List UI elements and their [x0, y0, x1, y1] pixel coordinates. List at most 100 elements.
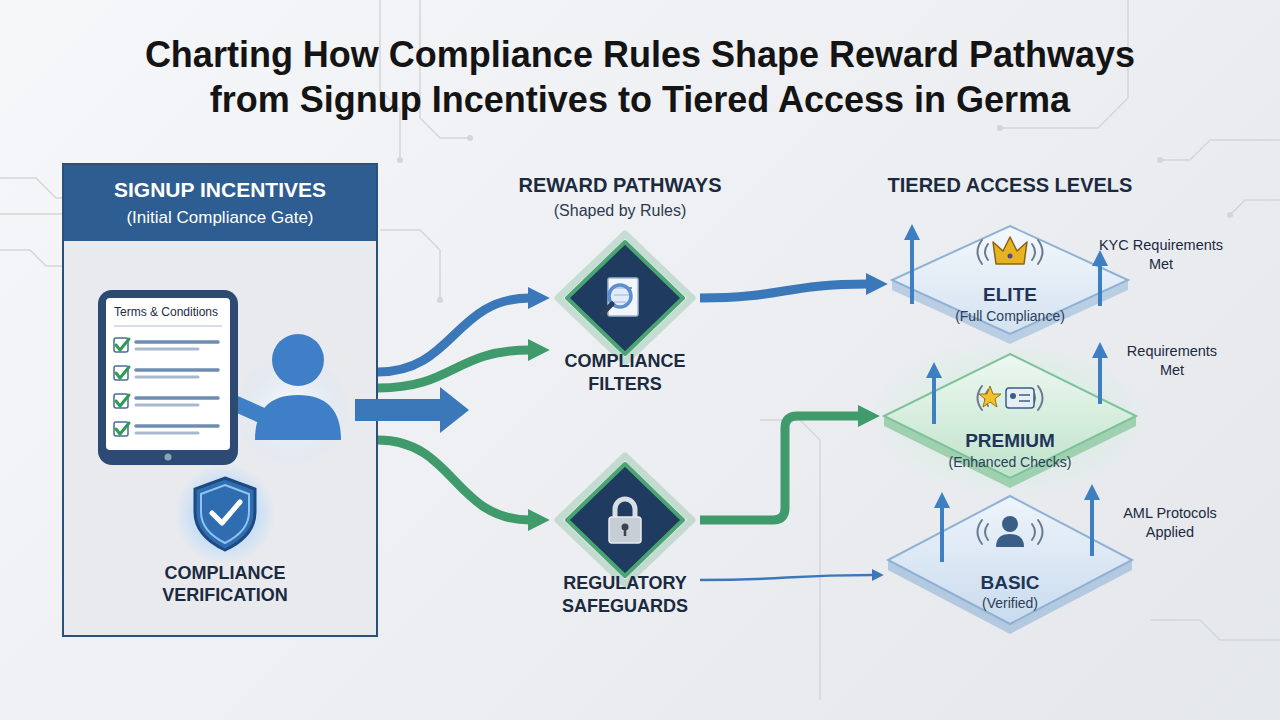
circuit-line: [380, 0, 400, 160]
verification-shield: COMPLIANCE VERIFICATION: [125, 468, 325, 618]
tier-plate: BASIC(Verified): [884, 492, 1136, 637]
circuit-line: [0, 178, 62, 198]
progress-arrow: [1098, 350, 1102, 404]
circuit-line: [760, 420, 820, 700]
terms-tablet: Terms & Conditions: [98, 290, 238, 465]
text-line: [136, 396, 218, 400]
star-icon: [979, 386, 1001, 407]
section-heading: REWARD PATHWAYS: [480, 173, 760, 197]
circuit-line: [1160, 140, 1280, 160]
document-icon: [608, 278, 638, 316]
diagram-title: Charting How Compliance Rules Shape Rewa…: [120, 32, 1160, 122]
panel-header-band: [64, 165, 376, 241]
flow-connector: [700, 575, 873, 580]
person-icon-body: [996, 534, 1024, 547]
text-line: [136, 368, 218, 372]
shield-shape: [195, 478, 255, 550]
diamond-glow: [558, 234, 692, 362]
circuit-dot: [467, 135, 473, 141]
tablet-screen: [106, 298, 230, 450]
progress-arrow: [1098, 258, 1102, 306]
check-mark: [116, 395, 129, 406]
progress-arrow: [932, 370, 936, 424]
divider-line: [114, 325, 222, 327]
circuit-dot: [1157, 157, 1163, 163]
circuit-line: [0, 213, 62, 215]
node-subtext: (Enhanced Checks): [880, 453, 1140, 471]
text-line: [136, 340, 218, 344]
node-heading: COMPLIANCE FILTERS: [550, 350, 700, 396]
circuit-lines: [0, 0, 1280, 700]
shield-inner: [201, 485, 249, 543]
text-line: [136, 376, 198, 379]
id-card-icon: [1006, 388, 1034, 408]
side-note: Requirements Met: [1116, 342, 1228, 380]
check-mark: [116, 339, 129, 350]
shield-glow: [175, 464, 275, 564]
circuit-line: [380, 230, 440, 300]
signup-panel: SIGNUP INCENTIVES(Initial Compliance Gat…: [62, 163, 378, 637]
lock-shackle: [615, 499, 635, 518]
flow-arrow: [355, 387, 469, 433]
node-heading: ELITE: [888, 284, 1132, 306]
diamond-shape: [567, 242, 683, 354]
magnifier-handle: [602, 304, 612, 314]
text-line: [136, 404, 198, 407]
circuit-dot: [437, 297, 443, 303]
crown-icon: [993, 237, 1027, 264]
checkbox: [114, 422, 128, 436]
tier-plate: PREMIUM(Enhanced Checks): [880, 350, 1140, 490]
signal-waves: [978, 386, 1043, 410]
safeguard-diamond: REGULATORY SAFEGUARDS: [550, 460, 700, 620]
progress-arrow: [910, 232, 914, 304]
circuit-dot: [1227, 212, 1233, 218]
plate-art: [884, 492, 1136, 637]
person-head: [272, 334, 324, 386]
checkbox: [114, 366, 128, 380]
crown-jewel: [1008, 254, 1013, 259]
node-subtext: (Verified): [884, 594, 1136, 612]
flow-connector: [378, 440, 530, 520]
check-mark: [116, 423, 129, 434]
circuit-dot: [997, 125, 1003, 131]
circuit-line: [420, 0, 470, 138]
circuit-line: [1230, 200, 1280, 215]
text-line: [136, 432, 198, 435]
id-card-photo: [1010, 393, 1016, 399]
text-line: [136, 348, 198, 351]
checkbox: [114, 394, 128, 408]
shield-check: [212, 502, 240, 523]
node-subtext: (Initial Compliance Gate): [64, 207, 376, 229]
flow-connector: [700, 284, 868, 298]
circuit-dot: [397, 157, 403, 163]
progress-arrow: [940, 500, 944, 562]
node-heading: Terms & Conditions: [114, 304, 226, 320]
node-heading: COMPLIANCE VERIFICATION: [125, 562, 325, 606]
diamond-glow: [558, 456, 692, 584]
id-card-lines: [1019, 395, 1030, 401]
plate-glow: [870, 340, 1150, 496]
node-subtext: (Full Compliance): [888, 307, 1132, 325]
flow-connector: [378, 350, 530, 388]
lock-body: [609, 517, 641, 543]
circuit-line: [1150, 620, 1280, 640]
progress-arrow: [1090, 492, 1094, 556]
check-mark: [116, 367, 129, 378]
node-heading: REGULATORY SAFEGUARDS: [550, 572, 700, 618]
text-line: [136, 424, 218, 428]
tier-progress-arrows: [912, 232, 1100, 562]
circuit-line: [1000, 0, 1128, 128]
side-note: KYC Requirements Met: [1090, 236, 1232, 274]
flow-connector: [700, 416, 860, 520]
node-heading: BASIC: [884, 572, 1136, 594]
side-note: AML Protocols Applied: [1106, 504, 1234, 542]
checkbox: [114, 338, 128, 352]
section-heading: TIERED ACCESS LEVELS: [860, 173, 1160, 197]
tier-plate: ELITE(Full Compliance): [888, 222, 1132, 346]
flow-connector: [378, 298, 530, 372]
diamond-shape: [567, 464, 683, 576]
circuit-line: [0, 250, 62, 266]
filter-diamond: COMPLIANCE FILTERS: [550, 238, 700, 398]
